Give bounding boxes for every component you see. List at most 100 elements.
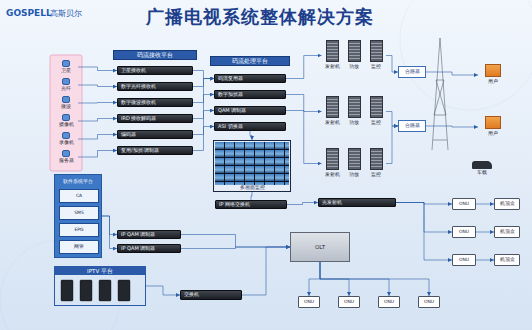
node-label: 编码器 xyxy=(121,132,136,138)
node-label: 功放 xyxy=(349,121,359,126)
title: 广播电视系统整体解决方案 xyxy=(146,5,374,29)
node-label: 机顶盒 xyxy=(500,202,515,207)
source-panel xyxy=(50,55,82,171)
connector xyxy=(476,204,494,205)
platform-header: 码流接收平台 xyxy=(113,50,197,60)
source-icon: 摄像机 xyxy=(54,114,78,128)
node-label: 发射机 xyxy=(325,173,340,178)
node-label: 监控 xyxy=(371,173,381,178)
connector xyxy=(476,232,494,233)
server-icons xyxy=(61,280,130,301)
node-label: 摄像机 xyxy=(59,123,74,128)
rack-device: 数字光纤接收机 xyxy=(117,82,193,91)
cabinet: 监控 xyxy=(366,148,386,179)
onu-box: ONU xyxy=(418,296,440,308)
connector xyxy=(251,192,252,200)
rack-device: IP QAM 调制器 xyxy=(117,244,181,253)
node-label: 数字光纤接收机 xyxy=(121,84,156,90)
platform-header: 码流处理平台 xyxy=(210,56,290,66)
server-box: 网管 xyxy=(59,240,99,254)
rack-device: 光发射机 xyxy=(318,198,396,207)
onu-box: ONU xyxy=(452,198,476,210)
cabinet: 发射机 xyxy=(322,40,343,71)
connector xyxy=(286,111,322,164)
cabinet: 发射机 xyxy=(322,148,343,179)
set-top-box: 机顶盒 xyxy=(494,254,520,266)
connector xyxy=(78,85,117,87)
connector xyxy=(386,112,398,127)
node-label: ONU xyxy=(344,300,354,305)
cabinet: 发射机 xyxy=(322,96,343,127)
connector xyxy=(426,126,478,127)
source-icon: 微波 xyxy=(54,96,78,110)
node-label: IRD 接收解码器 xyxy=(121,116,156,122)
connector xyxy=(78,102,117,104)
onu-box: ONU xyxy=(378,296,400,308)
rack-device: 码流复用器 xyxy=(214,74,286,83)
node-label: 码流复用器 xyxy=(218,76,243,82)
building: 用户 xyxy=(478,116,508,138)
node-label: 复用/加扰·调制器 xyxy=(121,148,159,154)
cabinet: 监控 xyxy=(366,96,386,127)
connector xyxy=(386,126,398,164)
cabinet: 监控 xyxy=(366,40,386,71)
node-label: ONU xyxy=(424,300,434,305)
connector xyxy=(476,260,494,261)
decor-circle xyxy=(400,0,532,110)
node-label: 卫星接收机 xyxy=(121,68,146,74)
rack-device: 卫星接收机 xyxy=(117,66,193,75)
node-label: IP QAM 调制器 xyxy=(121,246,155,252)
node-label: 光发射机 xyxy=(322,200,342,206)
node-label: SMS xyxy=(74,211,84,216)
node-label: ONU xyxy=(304,300,314,305)
source-icon: 光纤 xyxy=(54,78,78,92)
node-label: 用户 xyxy=(488,132,498,137)
connector xyxy=(426,72,478,75)
node-label: 软件系统平台 xyxy=(63,179,93,185)
connector xyxy=(286,95,322,112)
combiner-box: 合路器 xyxy=(398,66,426,78)
node-label: ONU xyxy=(459,202,469,207)
connector xyxy=(250,131,252,140)
rack-device: QAM 调制器 xyxy=(214,106,286,115)
source-icon: 服务器 xyxy=(54,150,78,164)
connector xyxy=(181,235,290,248)
combiner-box: 合路器 xyxy=(398,120,426,132)
connector xyxy=(102,216,117,249)
node-label: 微波 xyxy=(61,105,71,110)
decor-circle xyxy=(0,240,120,330)
node-label: 机顶盒 xyxy=(500,230,515,235)
olt-device: OLT xyxy=(290,232,350,262)
rack-device: IRD 接收解码器 xyxy=(117,114,193,123)
rack-device: 复用/加扰·调制器 xyxy=(117,146,193,155)
connector xyxy=(78,67,117,71)
node-label: 监控 xyxy=(371,65,381,70)
rack-device: 编码器 xyxy=(117,130,193,139)
node-label: IPTV 平台 xyxy=(55,267,145,275)
node-label: ONU xyxy=(459,230,469,235)
connector xyxy=(287,203,318,205)
connector xyxy=(78,151,117,158)
node-label: 功放 xyxy=(349,173,359,178)
node-label: CA xyxy=(76,194,82,199)
onu-box: ONU xyxy=(452,254,476,266)
node-label: ONU xyxy=(459,258,469,263)
iptv-panel: IPTV 平台 xyxy=(54,266,146,306)
rack-device: 数字加扰器 xyxy=(214,90,286,99)
node-label: QAM 调制器 xyxy=(218,108,246,114)
node-label: 合路器 xyxy=(405,123,420,129)
source-icon: 卫星 xyxy=(54,60,78,74)
set-top-box: 机顶盒 xyxy=(494,226,520,238)
node-label: IP QAM 调制器 xyxy=(121,232,155,238)
node-label: 交换机 xyxy=(184,292,199,298)
video-wall: 多画面监控 xyxy=(213,140,291,192)
node-label: 网管 xyxy=(74,245,84,250)
server-box: SMS xyxy=(59,206,99,220)
software-panel: CA SMS EPG 网管 软件系统平台 xyxy=(54,174,102,258)
rack-device: ASI 切换器 xyxy=(214,122,286,131)
node-label: 合路器 xyxy=(405,69,420,75)
cabinet: 功放 xyxy=(344,40,364,71)
server-box: EPG xyxy=(59,223,99,237)
connector xyxy=(242,247,290,295)
